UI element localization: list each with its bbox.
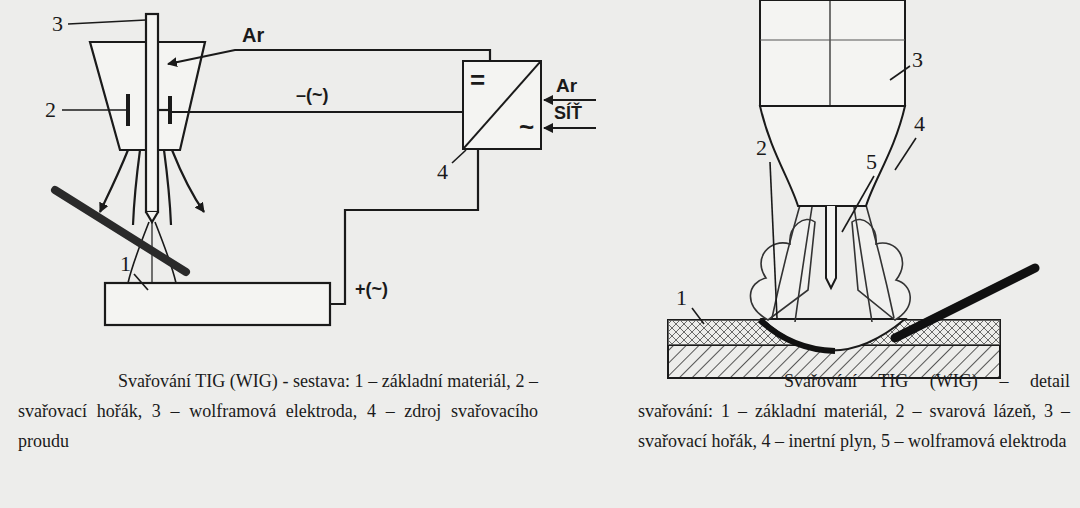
callout-number: 4 xyxy=(914,112,925,136)
input-label: Ar xyxy=(556,76,577,97)
callout-number: 1 xyxy=(676,286,687,310)
wires xyxy=(168,50,596,304)
collet xyxy=(126,94,130,126)
argon-hose xyxy=(168,50,490,64)
callout-number: 4 xyxy=(437,160,448,184)
gas-label: Ar xyxy=(242,24,264,46)
polarity-label: +(~) xyxy=(355,280,388,300)
callout-number: 5 xyxy=(866,150,877,174)
source-symbol: ~ xyxy=(519,113,534,142)
callout-number: 2 xyxy=(756,136,767,160)
polarity-label: –(~) xyxy=(296,86,329,106)
input-label: SÍŤ xyxy=(554,104,582,124)
leader-lines xyxy=(62,20,466,290)
callout-number: 2 xyxy=(45,98,56,122)
positive-wire xyxy=(330,150,478,304)
callout-number: 1 xyxy=(120,252,131,276)
figure-caption: Svařování TIG (WIG) – detail svařování: … xyxy=(638,366,1070,456)
torch-assembly xyxy=(90,14,205,283)
callout-number: 3 xyxy=(52,12,63,36)
callout-number: 3 xyxy=(912,48,923,72)
power-source-box: =~ xyxy=(462,60,542,150)
argon-input xyxy=(544,99,596,101)
base-material xyxy=(105,283,330,325)
torch-detail xyxy=(760,0,905,288)
base-material-section xyxy=(668,319,1000,378)
negative-wire xyxy=(170,111,462,113)
source-symbol: = xyxy=(470,66,485,95)
leader-lines xyxy=(692,66,916,324)
gas-flow xyxy=(100,150,128,212)
tungsten-electrode xyxy=(826,206,836,288)
filler-rod xyxy=(895,268,1035,338)
mains-input xyxy=(544,127,596,129)
figure-caption: Svařování TIG (WIG) - sestava: 1 – zákla… xyxy=(18,366,538,456)
tungsten-electrode xyxy=(146,14,158,212)
